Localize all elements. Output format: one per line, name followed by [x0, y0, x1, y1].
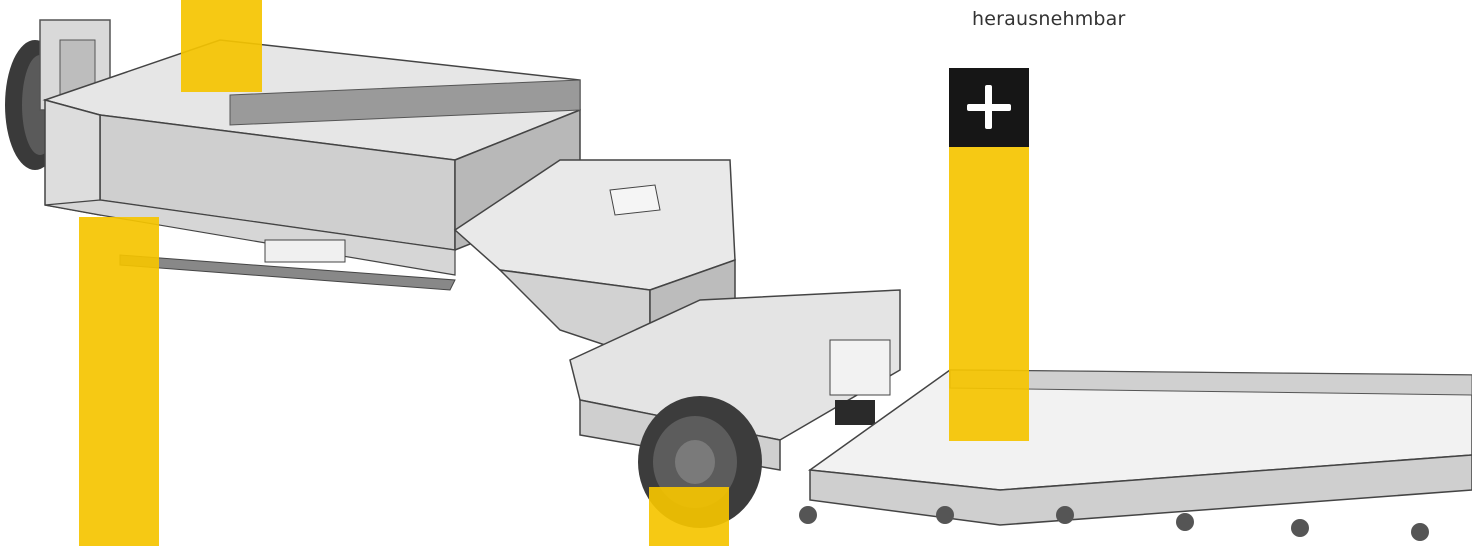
expand-hotspot-button[interactable]: [949, 68, 1029, 147]
front-axle-unit: [569, 289, 901, 528]
extendable-deck: [799, 369, 1472, 541]
highlight-bar-right: [949, 147, 1029, 441]
herausnehmbar-label: herausnehmbar: [972, 8, 1126, 30]
highlight-bar-bottom: [649, 487, 729, 546]
highlight-bar-top: [181, 0, 262, 92]
highlight-bar-left: [79, 217, 159, 546]
